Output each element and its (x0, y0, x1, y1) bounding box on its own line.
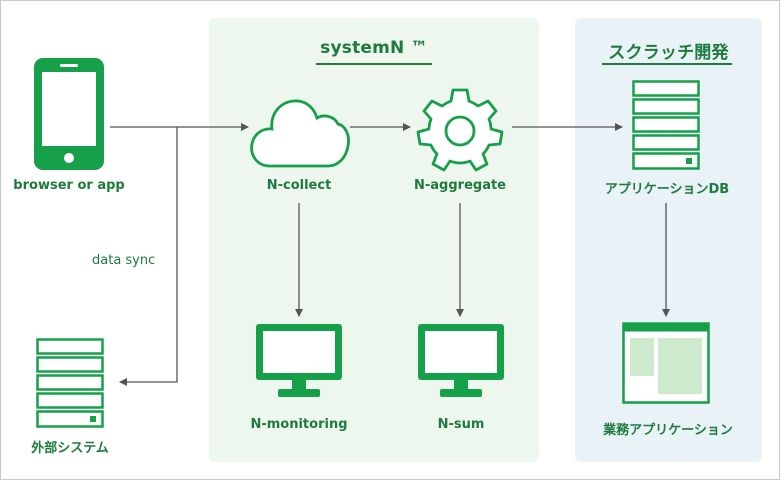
systemN-title: systemN ™ (320, 38, 428, 58)
edge-client-external (119, 127, 178, 386)
gear-icon (416, 88, 504, 172)
client-label: browser or app (13, 178, 125, 193)
server-icon (36, 338, 104, 428)
bizapp-label: 業務アプリケーション (603, 423, 733, 438)
window-icon (622, 322, 710, 404)
scratch-title: スクラッチ開発 (608, 43, 729, 63)
server-icon (632, 80, 700, 170)
external-label: 外部システム (31, 441, 109, 456)
scratch-title-underline (602, 63, 732, 65)
monitor-icon (418, 324, 504, 397)
monitoring-label: N-monitoring (250, 417, 348, 432)
data-sync-label: data sync (92, 253, 156, 268)
cloud-icon (250, 99, 350, 168)
sum-label: N-sum (437, 417, 485, 432)
monitor-icon (256, 324, 342, 397)
aggregate-label: N-aggregate (414, 178, 506, 193)
systemN-title-underline (316, 63, 432, 65)
systemN-group: systemN ™ (209, 18, 539, 462)
appdb-label: アプリケーションDB (604, 182, 730, 197)
smartphone-icon (34, 58, 104, 170)
collect-label: N-collect (266, 178, 332, 193)
